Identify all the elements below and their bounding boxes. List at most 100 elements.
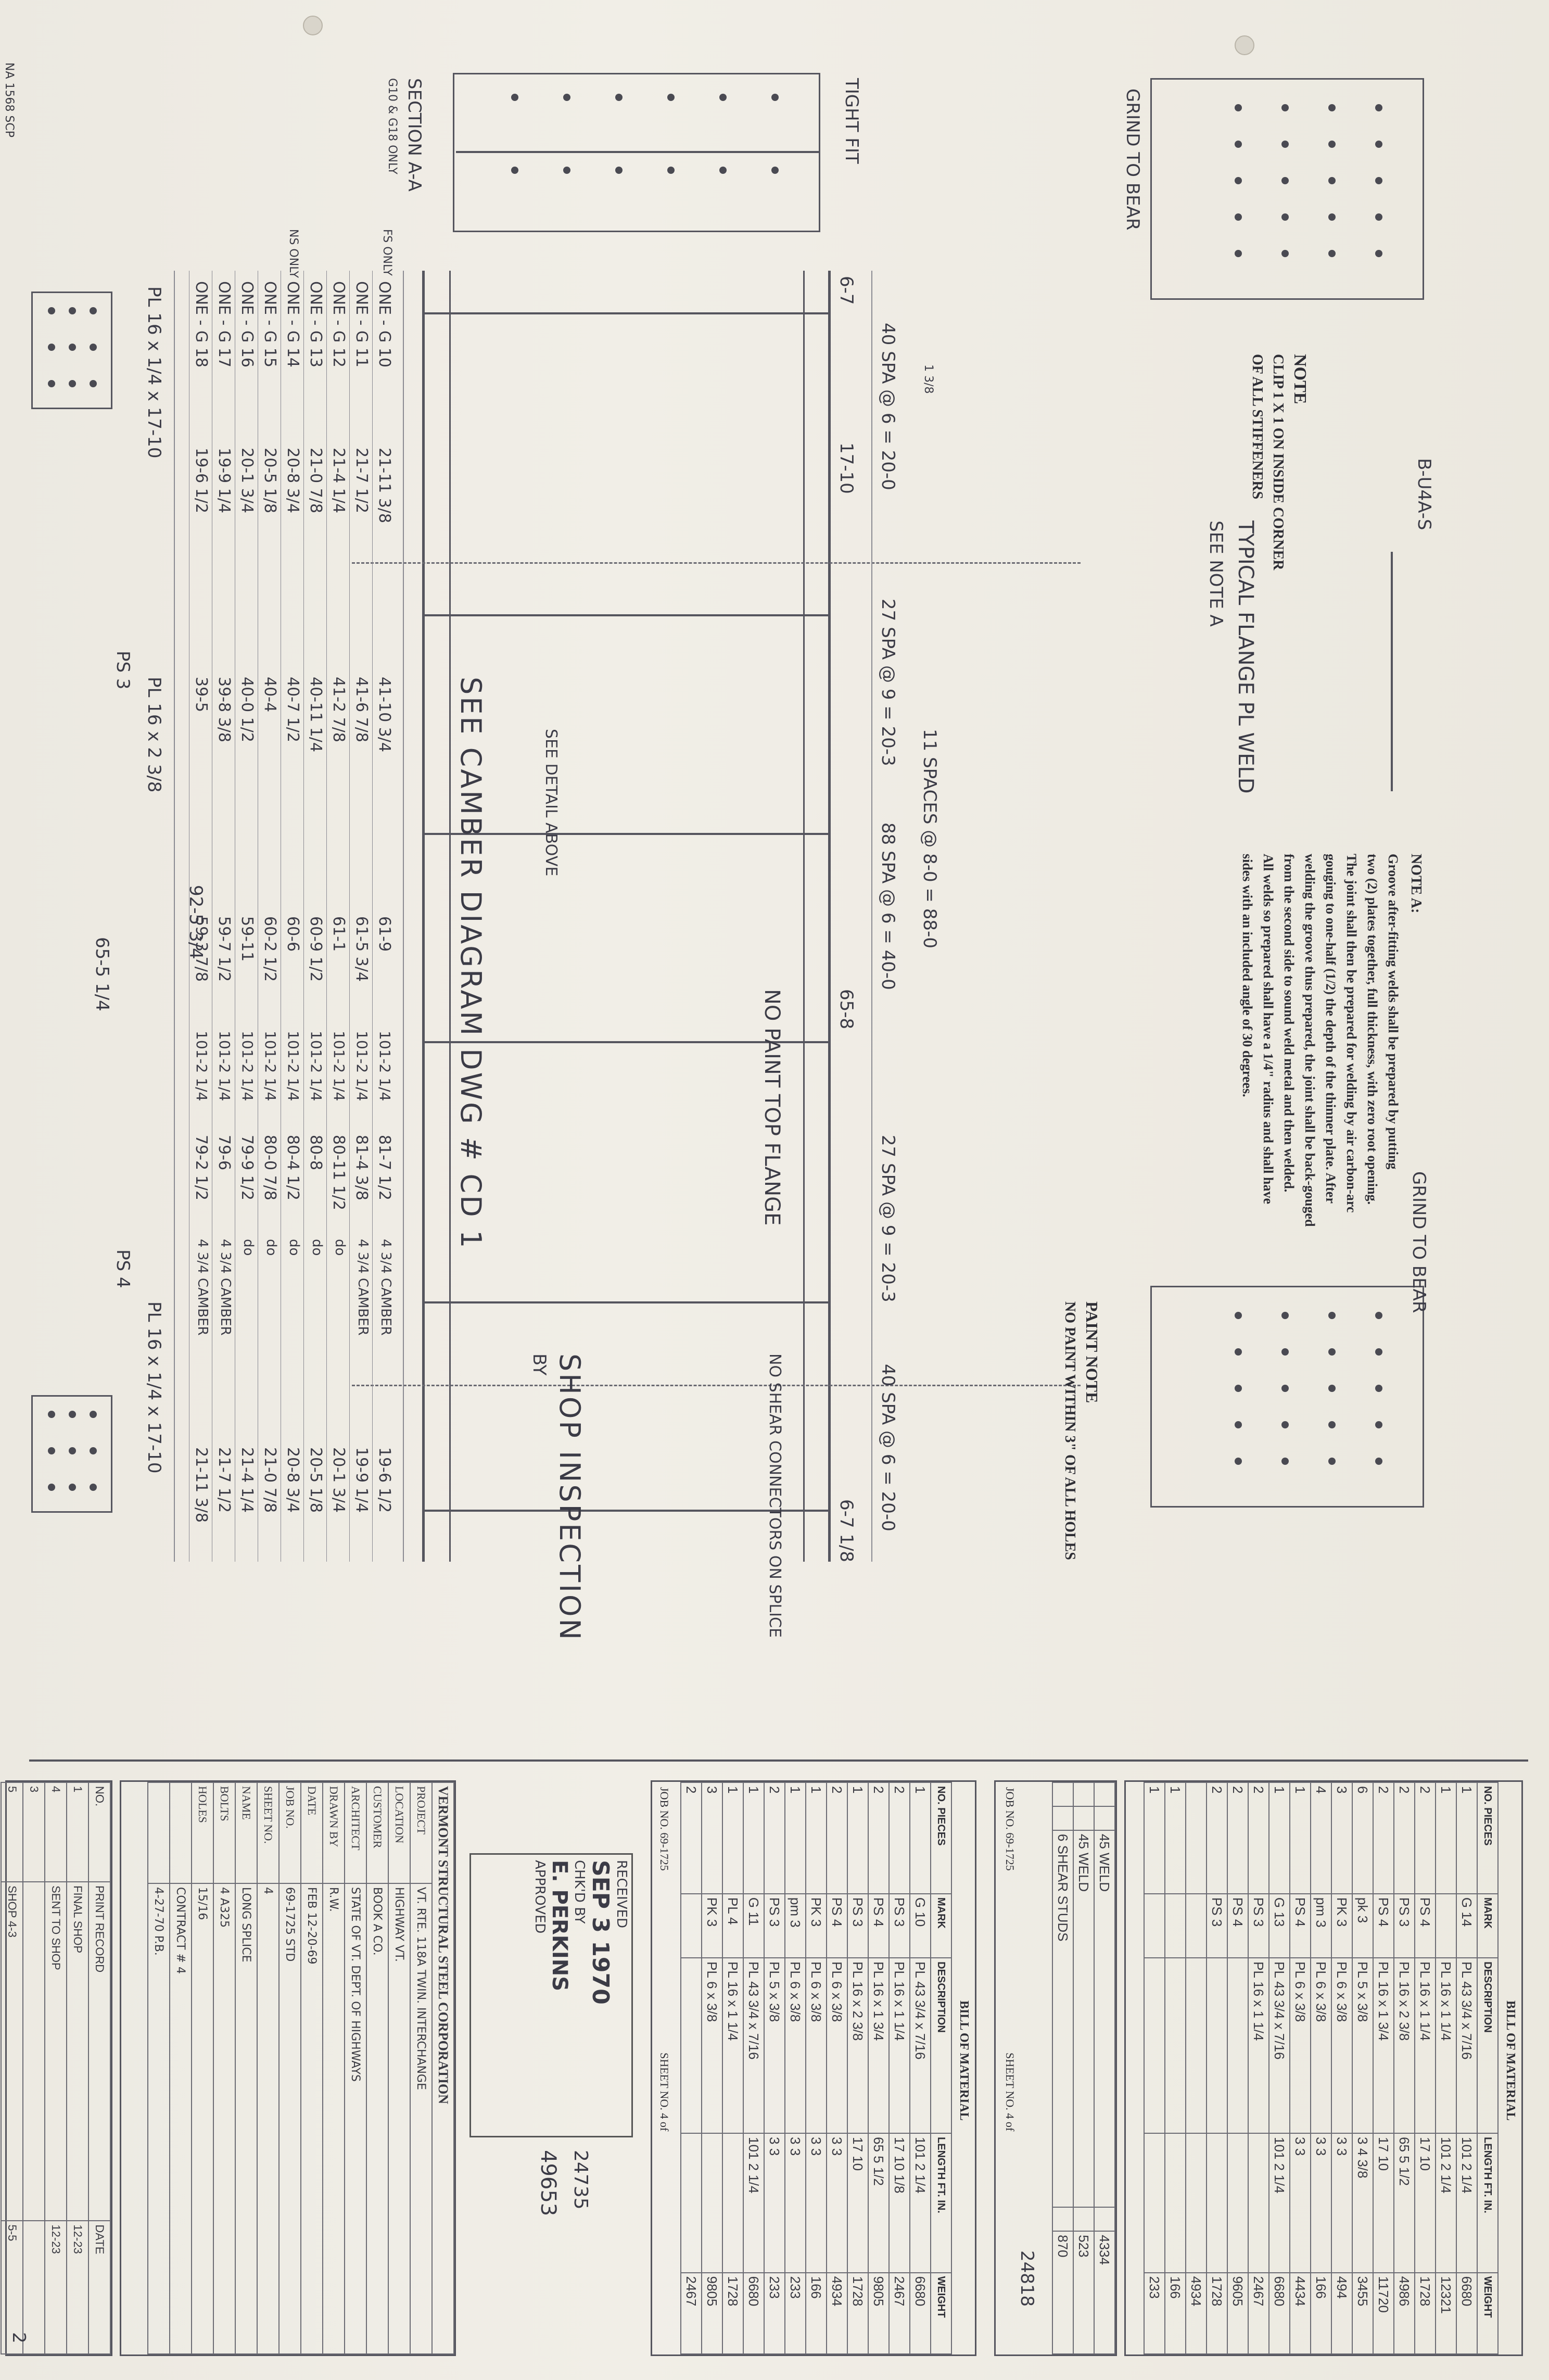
bolt-hole [48,307,55,314]
bom-cell: 1728 [1415,2272,1436,2354]
flange-weld-sub: SEE NOTE A [1205,521,1226,627]
bom-cell: pm 3 [1311,1893,1331,1958]
bolt-hole [69,1447,76,1454]
schedule-cell: 80-4 1/2 [284,1135,302,1200]
camber-text: do [309,1239,325,1256]
stud-dot [1375,250,1382,257]
bom-cell: PL 16 x 1 1/4 [722,1958,743,2134]
bom-cell: 17 10 [1373,2133,1394,2273]
schedule-cell: 79-9 1/2 [238,1135,256,1200]
clip-note-line: OF ALL STIFFENERS [1249,354,1265,500]
bom-header: NO. PIECES [931,1782,951,1894]
note-a-line: All welds so prepared shall have a 1/4" … [1261,854,1276,1204]
stud-dot [1235,250,1242,257]
bom-cell: 3 3 [806,2133,827,2273]
bom-cell: 2467 [889,2272,910,2354]
bom-lower-title: BILL OF MATERIAL [957,2001,971,2121]
schedule-rule [349,271,350,1562]
bolt-hole [48,380,55,387]
bolt-hole [615,167,623,174]
schedule-cell: 21-0 7/8 [261,1447,279,1513]
stud-dot [1375,1312,1382,1319]
stud-dot [1375,141,1382,148]
note-a-line: gouging to one-half (1/2) the depth of t… [1323,854,1338,1204]
bom-cell: G 10 [910,1893,931,1958]
one-eighth-label: 1 3/8 [922,364,935,394]
no-paint-top-note: NO PAINT TOP FLANGE [760,989,784,1226]
stud-dot [1235,141,1242,148]
bom-cell: 65 5 1/2 [1394,2133,1415,2273]
bom-cell: PL 16 x 1 1/4 [1415,1958,1436,2134]
bom-cell [702,2133,722,2273]
stud-dot [1281,1348,1289,1356]
bom-cell: DATE [88,2221,110,2354]
bom-cell: 2 [1415,1782,1436,1894]
name-value: LONG SPLICE [235,1883,257,2354]
bom-cell: 6680 [1269,2272,1290,2354]
girder-flange-line [803,271,805,1562]
bom-cell [1186,2133,1207,2273]
bom-cell: 9605 [1227,2272,1248,2354]
camber-text: 4 3/4 CAMBER [378,1239,393,1336]
bom-cell: 2 [681,1782,702,1894]
bom-sheet-lower: SHEET NO. 4 of [658,2053,671,2132]
bom-cell: 1 [1456,1782,1477,1894]
bom-cell: 494 [1331,2272,1352,2354]
bom-cell: PL 4 [722,1893,743,1958]
bom-header: LENGTH FT. IN. [1477,2133,1498,2273]
bom-cell: SHOP 4-3 [1,1882,23,2221]
schedule-rule [372,271,373,1562]
bom-cell: 45 WELD [1073,1830,1094,2208]
see-detail-note: SEE DETAIL ABOVE [542,729,560,877]
schedule-cell: 20-1 3/4 [329,1447,348,1513]
project-value: VT. RTE. 118A TWIN. INTERCHANGE [410,1883,432,2354]
bom-row: 3 [23,1782,45,2354]
page-mark-left: 2 [8,2332,29,2344]
bom-cell: 4434 [1290,2272,1311,2354]
ns-only-label: NS ONLY [287,229,300,278]
bom-cell [1144,2133,1165,2273]
job-no-value: 69-1725 STD [279,1883,301,2354]
bom-divider [29,1759,1528,1762]
bom-cell: PS 4 [1415,1893,1436,1958]
bom-cell: 1728 [847,2272,868,2354]
schedule-cell: 79-2 1/2 [192,1135,210,1200]
stamp-checked: CHK'D BY [572,1860,587,1924]
bom-cell: 4934 [1186,2272,1207,2354]
stud-dot [1328,1385,1336,1392]
stud-dot [1328,1348,1336,1356]
bom-cell: 1 [1165,1782,1186,1894]
bolt-hole [615,94,623,101]
stud-dot [1235,104,1242,111]
bolt-hole [667,167,675,174]
schedule-cell: 20-8 3/4 [284,1447,302,1513]
stud-detail-left [1150,78,1424,300]
schedule-cell: 19-9 1/4 [215,448,233,513]
bom-cell: 2 [868,1782,889,1894]
bom-cell: PL 43 3/4 x 7/16 [1269,1958,1290,2134]
bolt-hole [48,1484,55,1491]
bom-cell: 3 3 [1331,2133,1352,2273]
weld-symbol: B-U4A-S [1414,458,1434,530]
bom-sheet-upper: SHEET NO. 4 of [1004,2053,1017,2132]
grind-label-left: GRIND TO BEAR [1122,88,1143,231]
bolt-hole [563,167,570,174]
bom-header: NO. PIECES [1477,1782,1498,1894]
ps-right: PS 4 [112,1249,133,1288]
bolt-hole [69,1484,76,1491]
camber-text: 4 3/4 CAMBER [355,1239,371,1336]
schedule-cell: 21-0 7/8 [307,448,325,513]
bom-cell: 17 10 [847,2133,868,2273]
bom-cell: 233 [1144,2272,1165,2354]
bolt-hole [511,94,518,101]
bom-cell [1073,2207,1094,2232]
bom-cell: PL 6 x 3/8 [827,1958,847,2134]
bom-cell: NO. [88,1782,110,1882]
stud-dot [1328,1458,1336,1465]
bolt-hole [511,167,518,174]
